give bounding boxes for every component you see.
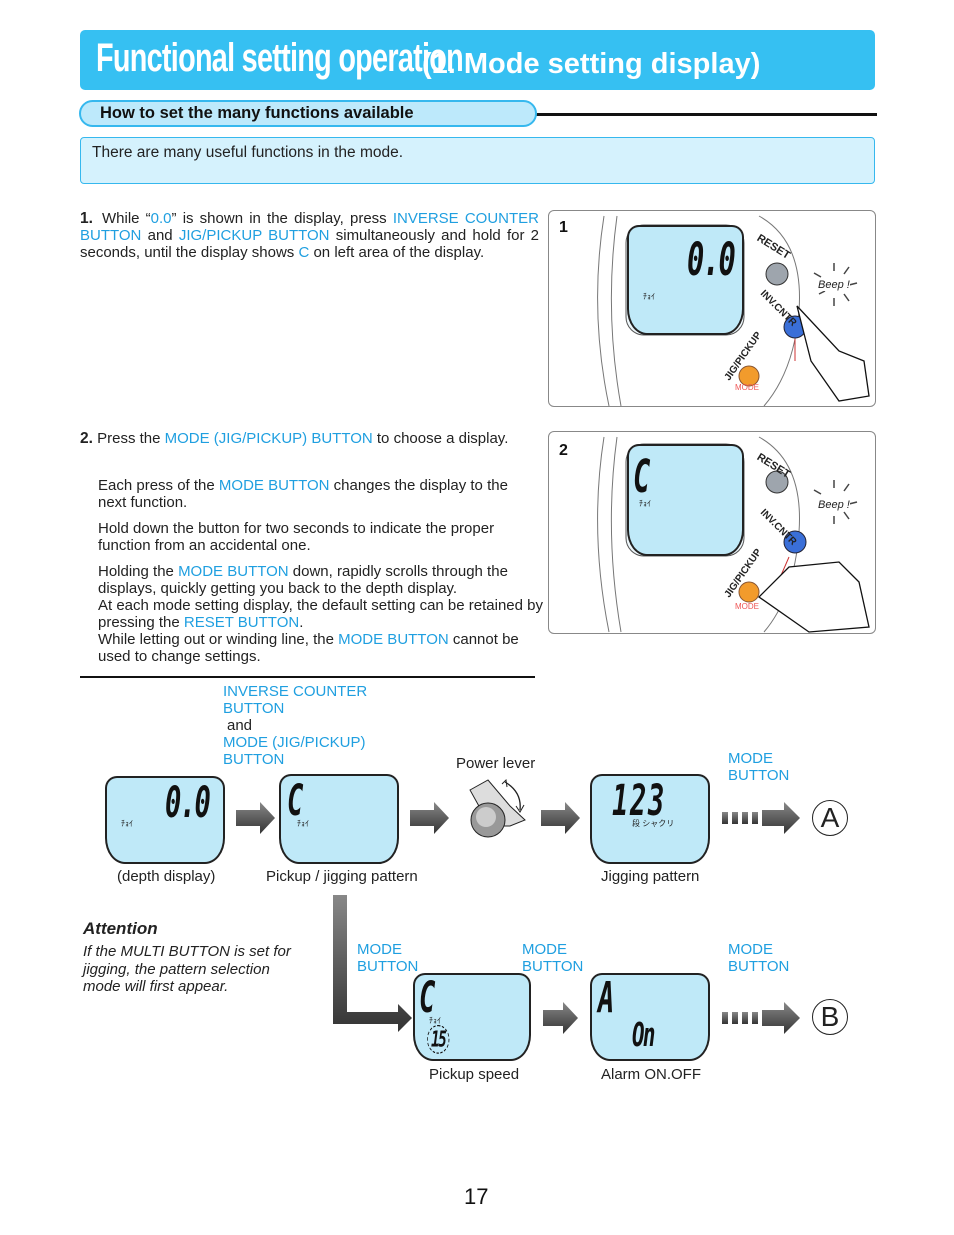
- para-holding: Holding the MODE BUTTON down, rapidly sc…: [98, 563, 544, 665]
- lcd-display-1: 0.0 ﾁｮｲ: [627, 225, 744, 335]
- jigging-pattern-display: 123 段 シャクリ: [590, 774, 710, 864]
- attention-text: If the MULTI BUTTON is set for jigging, …: [83, 943, 291, 995]
- depth-display-caption: (depth display): [117, 868, 216, 885]
- lcd-sub-digits: 15: [427, 1025, 450, 1054]
- beep-label: Beep !: [818, 499, 850, 511]
- lcd-digits: C: [633, 452, 650, 504]
- alarm-display: A On: [590, 973, 710, 1061]
- lcd-indicator: ﾁｮｲ: [121, 819, 133, 828]
- lcd-indicator: ﾁｮｲ: [639, 499, 651, 508]
- mode-button-label-a: MODE BUTTON: [728, 750, 790, 784]
- mode-jig-pickup-label: MODE (JIG/PICKUP) BUTTON: [223, 734, 366, 768]
- section-rule: [535, 113, 877, 116]
- alarm-caption: Alarm ON.OFF: [601, 1066, 701, 1083]
- pickup-jigging-display: C ﾁｮｲ: [279, 774, 399, 864]
- mode-label: MODE: [735, 602, 759, 611]
- step-1: 1.While “0.0” is shown in the display, p…: [80, 210, 540, 261]
- page-number: 17: [464, 1184, 489, 1209]
- pickup-speed-display: C ﾁｮｲ 15: [413, 973, 531, 1061]
- figure-1-number: 1: [559, 219, 568, 236]
- figure-2-number: 2: [559, 442, 568, 459]
- depth-display: 0.0 ﾁｮｲ: [105, 776, 225, 864]
- attention-title: Attention: [83, 919, 158, 938]
- step-2: 2. Press the MODE (JIG/PICKUP) BUTTON to…: [80, 430, 509, 447]
- power-lever-icon: [469, 778, 526, 838]
- step-1-number: 1.: [80, 210, 93, 227]
- figure-panel-1: 1 0.0 ﾁｮｲ RESET INV.CNTR JIG/PICKUP MODE…: [548, 210, 876, 407]
- jigging-pattern-caption: Jigging pattern: [601, 868, 700, 885]
- para-each-press: Each press of the MODE BUTTON changes th…: [98, 477, 508, 511]
- lcd-digits: A: [598, 973, 614, 1023]
- intro-box: [80, 137, 875, 184]
- lcd-indicator: ﾁｮｲ: [429, 1016, 441, 1025]
- lcd-indicator: ﾁｮｲ: [643, 292, 655, 301]
- page-subtitle: (1. Mode setting display): [422, 48, 761, 80]
- divider: [80, 676, 535, 678]
- mode-button-label-2: MODE BUTTON: [522, 941, 584, 975]
- section-title: How to set the many functions available: [100, 104, 414, 122]
- lcd-digits: 0.0: [165, 778, 211, 828]
- mode-button-label-b: MODE BUTTON: [728, 941, 790, 975]
- lcd-indicator: ﾁｮｲ: [297, 819, 309, 828]
- lcd-display-2: C ﾁｮｲ: [627, 444, 744, 556]
- power-lever-label: Power lever: [456, 755, 536, 772]
- pickup-speed-caption: Pickup speed: [429, 1066, 520, 1083]
- mode-button-label-1: MODE BUTTON: [357, 941, 419, 975]
- lcd-digits: 0.0: [687, 235, 736, 287]
- title-bar: [80, 30, 875, 90]
- intro-text: There are many useful functions in the m…: [92, 144, 404, 161]
- branch-a-marker: A: [812, 800, 848, 836]
- lcd-digits: C: [287, 776, 303, 826]
- and-label: and: [227, 717, 253, 734]
- lcd-digits: 123: [612, 776, 666, 826]
- beep-label: Beep !: [818, 279, 850, 291]
- branch-b-marker: B: [812, 999, 848, 1035]
- pickup-jigging-caption: Pickup / jigging pattern: [266, 868, 418, 885]
- lcd-sub-digits: On: [632, 1017, 655, 1055]
- section-pill: [79, 100, 537, 127]
- figure-panel-2: 2 C ﾁｮｲ RESET INV.CNTR JIG/PICKUP MODE B…: [548, 431, 876, 634]
- inverse-counter-label: INVERSE COUNTER BUTTON: [223, 683, 368, 717]
- para-hold-down: Hold down the button for two seconds to …: [98, 520, 495, 554]
- step-2-number: 2.: [80, 430, 93, 447]
- mode-label: MODE: [735, 383, 759, 392]
- page-title: Functional setting operation: [96, 36, 464, 80]
- lcd-indicator: 段 シャクリ: [632, 819, 675, 828]
- lcd-digits: C: [419, 973, 435, 1023]
